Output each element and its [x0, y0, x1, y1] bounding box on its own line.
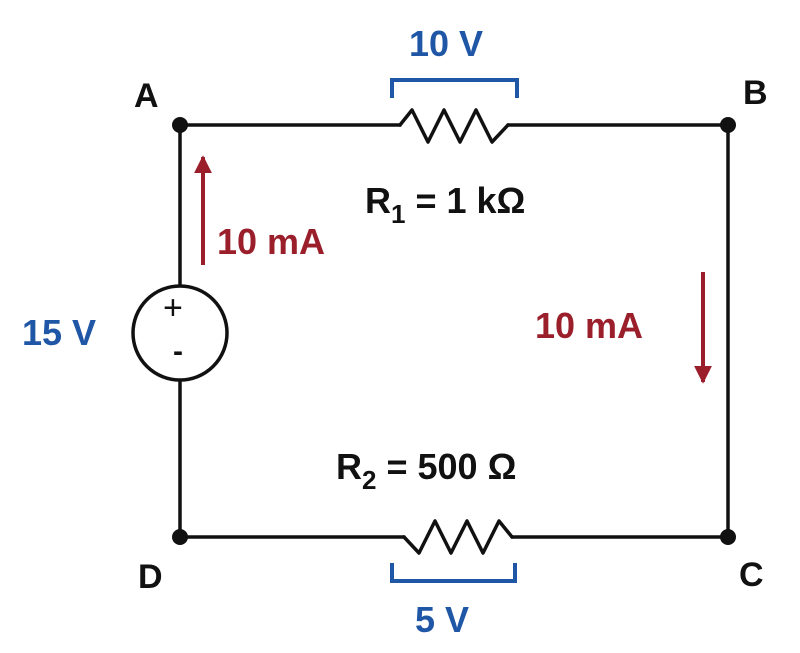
resistor-r1-symbol — [398, 108, 510, 144]
node-d-label: D — [138, 558, 163, 596]
resistor-r2-symbol — [402, 519, 514, 555]
r1-symbol: R — [365, 180, 391, 221]
node-a-dot — [172, 117, 188, 133]
r2-voltage-bracket — [390, 563, 517, 583]
r1-voltage-bracket — [390, 78, 519, 98]
voltage-source-circle — [131, 284, 229, 382]
r2-label: R2 = 500 Ω — [336, 446, 517, 495]
source-voltage-label: 15 V — [22, 312, 97, 353]
node-c-label: C — [739, 556, 764, 594]
node-d-dot — [172, 529, 188, 545]
r1-label: R1 = 1 kΩ — [365, 180, 526, 229]
node-a-label: A — [134, 77, 159, 115]
node-c-dot — [720, 529, 736, 545]
node-b-label: B — [743, 74, 768, 112]
r1-subscript: 1 — [391, 199, 406, 229]
r1-voltage-label: 10 V — [409, 23, 484, 64]
node-b-dot — [720, 117, 736, 133]
r2-value: = 500 Ω — [376, 446, 517, 487]
source-minus-sign: - — [173, 335, 183, 368]
left-current-label: 10 mA — [217, 221, 326, 262]
right-current-label: 10 mA — [535, 305, 644, 346]
r2-symbol: R — [336, 446, 362, 487]
r1-value: = 1 kΩ — [405, 180, 526, 221]
r2-subscript: 2 — [362, 465, 377, 495]
source-plus-sign: + — [163, 289, 183, 327]
r2-voltage-label: 5 V — [415, 599, 470, 640]
